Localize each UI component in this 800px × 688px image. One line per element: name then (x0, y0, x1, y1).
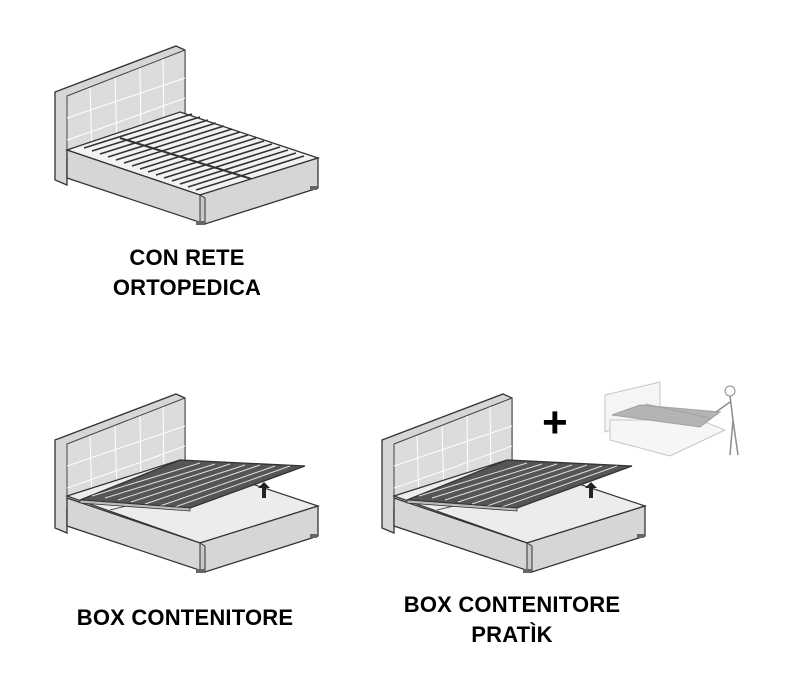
label-line: BOX CONTENITORE (403, 592, 621, 617)
bed-slatted-base-illustration (54, 45, 321, 226)
option-label-rete: CON RETE ORTOPEDICA (37, 243, 337, 303)
label-line: PRATÌK (471, 622, 553, 647)
label-line: ORTOPEDICA (112, 275, 262, 300)
plus-icon: + (542, 398, 568, 447)
option-label-pratik: BOX CONTENITORE PRATÌK (362, 590, 662, 650)
person-lifting-illustration (604, 381, 739, 457)
option-label-box: BOX CONTENITORE (35, 603, 335, 633)
label-line: CON RETE (129, 245, 245, 270)
bed-pratik-lift-illustration (381, 393, 645, 573)
label-line: BOX CONTENITORE (76, 605, 294, 630)
bed-storage-box-illustration (54, 393, 318, 573)
